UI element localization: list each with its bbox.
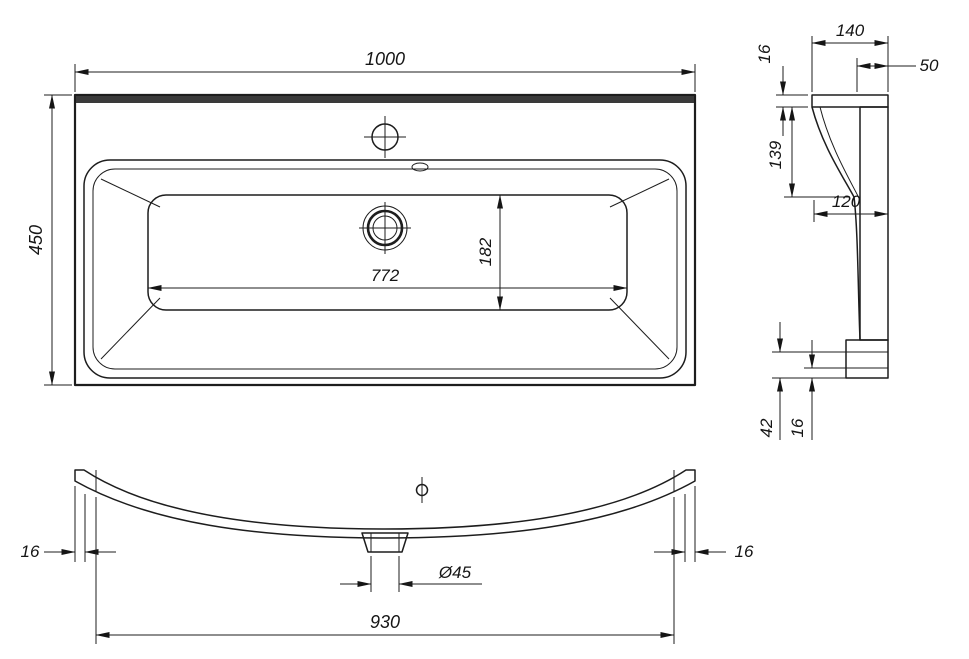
faucet-hole — [364, 116, 406, 158]
dim-side-base-height: 42 — [757, 322, 846, 440]
dim-text-772: 772 — [371, 266, 400, 285]
corner-slope-line — [609, 297, 670, 360]
base-section — [845, 339, 889, 379]
drain-hole — [359, 202, 411, 254]
dim-text-139: 139 — [766, 140, 785, 169]
dim-text-16-base: 16 — [788, 418, 807, 437]
dim-front-right-edge: 16 — [654, 486, 754, 562]
dim-text-140: 140 — [836, 21, 865, 40]
dim-text-42: 42 — [757, 418, 776, 437]
dim-side-rim: 16 — [755, 44, 808, 136]
dim-side-base-lip: 16 — [788, 340, 846, 440]
dim-side-front-height: 139 — [766, 106, 850, 198]
dim-side-wall: 50 — [856, 56, 939, 92]
rim-section — [811, 94, 889, 108]
dim-text-16-left: 16 — [21, 542, 40, 561]
corner-slope-line — [100, 178, 161, 208]
plan-view — [73, 93, 697, 387]
drain-boss — [361, 532, 409, 553]
overflow-hole-front — [415, 477, 429, 503]
dim-plan-overall-depth: 450 — [26, 94, 72, 386]
dim-side-overall: 140 — [811, 21, 889, 92]
dim-text-drain: Ø45 — [438, 563, 472, 582]
front-view — [74, 469, 696, 553]
basin-opening — [83, 159, 687, 379]
shell-section — [74, 469, 696, 539]
side-view — [811, 94, 889, 379]
corner-slope-line — [609, 178, 670, 208]
dim-text-120: 120 — [832, 192, 861, 211]
dim-text-16-right: 16 — [735, 542, 754, 561]
basin-lip — [92, 168, 678, 370]
back-edge-band — [76, 96, 694, 103]
dim-plan-overall-width: 1000 — [74, 49, 696, 92]
corner-slope-line — [100, 297, 161, 360]
sink-outline — [73, 93, 697, 387]
basin-bottom — [147, 194, 628, 311]
dim-text-50: 50 — [920, 56, 939, 75]
dim-side-bowl-depth: 120 — [813, 192, 889, 222]
dim-text-16-rim: 16 — [755, 44, 774, 63]
overflow-slot — [411, 162, 429, 172]
dim-text-182: 182 — [476, 237, 495, 266]
bowl-outer-curve — [819, 106, 861, 201]
dim-front-left-edge: 16 — [21, 486, 116, 562]
dim-basin-width: 772 — [147, 266, 628, 291]
bowl-inner-curve — [811, 106, 861, 341]
dim-text-450: 450 — [26, 225, 46, 255]
dim-basin-depth: 182 — [476, 194, 503, 311]
dim-drain-diameter: Ø45 — [340, 556, 482, 592]
dim-text-1000: 1000 — [365, 49, 405, 69]
dim-front-base-width: 930 — [95, 497, 675, 644]
wall-section — [859, 106, 889, 341]
dim-text-930: 930 — [370, 612, 400, 632]
